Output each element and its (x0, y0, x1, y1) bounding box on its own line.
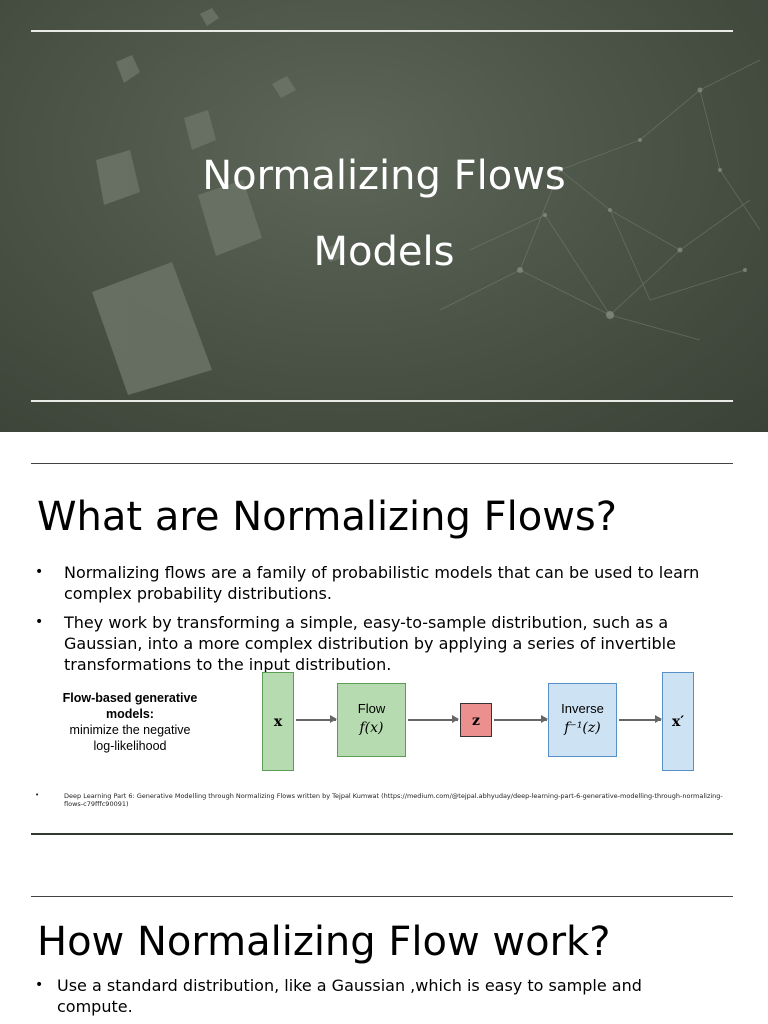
arrow-flow-to-z (408, 716, 459, 722)
flow-func: f(x) (359, 720, 384, 736)
output-x-symbol: x′ (671, 714, 685, 730)
reference-text: Deep Learning Part 6: Generative Modelli… (64, 792, 723, 808)
slide2-bottom-rule (31, 833, 733, 835)
inverse-box: Inverse f⁻¹(z) (548, 683, 617, 757)
slide2-top-rule (31, 463, 733, 464)
title-slide: Normalizing Flows Models (0, 0, 768, 432)
arrow-x-to-flow (296, 716, 337, 722)
background-network-art (92, 8, 761, 395)
bullet-text: Use a standard distribution, like a Gaus… (57, 976, 642, 1016)
title-top-rule (31, 30, 733, 32)
bullet-icon: • (35, 614, 44, 630)
bullet-text: They work by transforming a simple, easy… (64, 613, 676, 674)
diagram-caption-bold: Flow-based generative models: (62, 691, 198, 721)
slide3-heading: How Normalizing Flow work? (37, 919, 611, 965)
diagram-caption-text: minimize the negative log-likelihood (69, 723, 191, 753)
output-x-box: x′ (662, 672, 694, 771)
input-x-symbol: x (273, 714, 283, 730)
input-x-box: x (262, 672, 294, 771)
list-item: • Use a standard distribution, like a Ga… (35, 975, 717, 1017)
arrow-inverse-to-output (619, 716, 662, 722)
latent-z-symbol: z (472, 713, 480, 729)
arrow-z-to-inverse (494, 716, 548, 722)
flow-label: Flow (357, 701, 386, 716)
bullet-text: Normalizing flows are a family of probab… (64, 563, 700, 603)
flow-diagram: Flow-based generative models: minimize t… (60, 672, 710, 774)
slide2-bullet-list: • Normalizing flows are a family of prob… (35, 562, 724, 683)
bullet-icon: • (35, 791, 40, 799)
reference-note: • Deep Learning Part 6: Generative Model… (35, 791, 730, 808)
flow-box: Flow f(x) (337, 683, 406, 757)
title-bottom-rule (31, 400, 733, 402)
slide3-top-rule (31, 896, 733, 897)
inverse-func: f⁻¹(z) (564, 720, 601, 736)
bullet-icon: • (35, 564, 44, 580)
inverse-label: Inverse (561, 701, 604, 716)
slide2-heading: What are Normalizing Flows? (37, 494, 617, 540)
slide-title-line1: Normalizing Flows (202, 153, 566, 199)
slide-title-line2: Models (313, 229, 455, 275)
list-item: • They work by transforming a simple, ea… (35, 612, 724, 675)
list-item: • Normalizing flows are a family of prob… (35, 562, 724, 604)
bullet-icon: • (35, 977, 44, 993)
slide3-bullet-list: • Use a standard distribution, like a Ga… (35, 975, 717, 1017)
diagram-caption: Flow-based generative models: minimize t… (60, 690, 200, 754)
latent-z-box: z (460, 703, 492, 737)
